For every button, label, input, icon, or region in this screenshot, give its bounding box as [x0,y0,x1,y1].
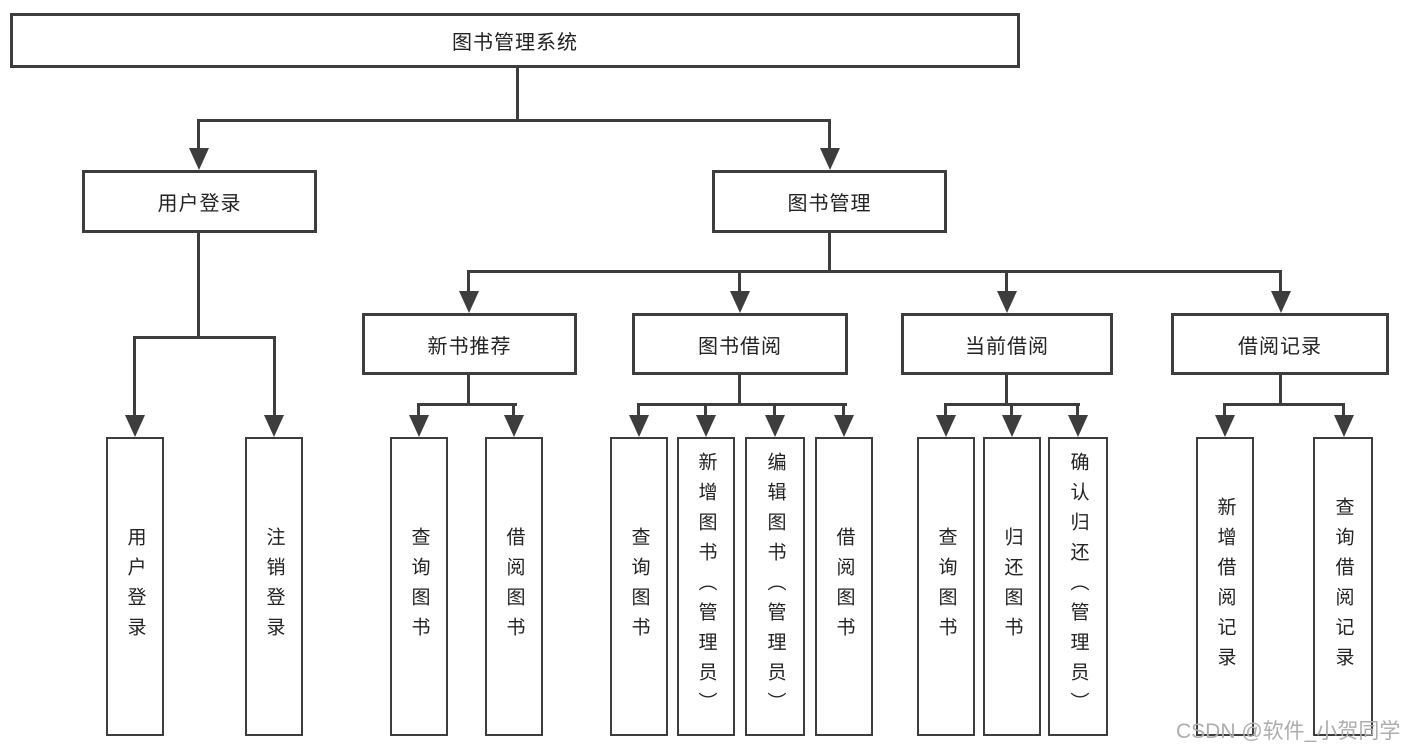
arrow-down-icon [1334,415,1354,437]
arrow-down-icon [765,415,785,437]
arrow-down-icon [696,415,716,437]
connector-line [828,231,831,273]
connector-line [773,403,776,418]
connector-line [738,373,741,406]
arrow-down-icon [125,415,145,437]
connector-line [738,270,741,294]
connector-line [1279,373,1282,406]
connector-line [1342,403,1345,418]
connector-line [944,403,947,418]
connector-line [1223,403,1345,406]
leaf-query-books-borrow: 查询图书 [610,437,668,736]
arrow-down-icon [834,415,854,437]
arrow-down-icon [189,148,209,170]
connector-line [197,231,200,339]
connector-line [512,403,515,418]
leaf-confirm-return-admin: 确认归还（管理员） [1048,437,1108,736]
connector-line [1010,403,1013,418]
connector-line [516,67,519,120]
leaf-query-books-current: 查询图书 [917,437,975,736]
connector-line [637,403,640,418]
leaf-user-login: 用户登录 [106,437,164,736]
leaf-return-books: 归还图书 [983,437,1041,736]
arrow-down-icon [1215,415,1235,437]
node-current-borrowing: 当前借阅 [901,313,1113,375]
node-book-management: 图书管理 [712,170,947,233]
arrow-down-icon [936,415,956,437]
arrow-down-icon [997,291,1017,313]
leaf-add-borrow-record: 新增借阅记录 [1196,437,1254,736]
connector-line [133,336,136,418]
node-book-borrowing: 图书借阅 [632,313,848,375]
arrow-down-icon [409,415,429,437]
connector-line [704,403,707,418]
leaf-borrow-books-recommend: 借阅图书 [485,437,543,736]
connector-line [197,119,200,152]
arrow-down-icon [459,291,479,313]
leaf-edit-book-admin: 编辑图书（管理员） [745,437,805,736]
leaf-query-borrow-record: 查询借阅记录 [1313,437,1373,736]
node-borrowing-records: 借阅记录 [1171,313,1389,375]
connector-line [417,403,420,418]
connector-line [467,270,470,294]
arrow-down-icon [1002,415,1022,437]
arrow-down-icon [264,415,284,437]
leaf-add-book-admin: 新增图书（管理员） [677,437,735,736]
connector-line [273,336,276,418]
arrow-down-icon [730,291,750,313]
arrow-down-icon [504,415,524,437]
arrow-down-icon [629,415,649,437]
connector-line [1005,270,1008,294]
connector-line [1279,270,1282,294]
connector-line [467,373,470,406]
arrow-down-icon [820,148,840,170]
arrow-down-icon [1271,291,1291,313]
csdn-watermark: CSDN @软件_小贺同学 [1176,720,1401,743]
connector-line [842,403,845,418]
connector-line [637,403,847,406]
node-new-book-recommendation: 新书推荐 [362,313,577,375]
connector-line [1223,403,1226,418]
connector-line [197,119,831,122]
arrow-down-icon [1068,415,1088,437]
leaf-query-books-recommend: 查询图书 [390,437,448,736]
connector-line [828,119,831,152]
node-user-login: 用户登录 [82,170,317,233]
leaf-borrow-books: 借阅图书 [815,437,873,736]
connector-line [1005,373,1008,406]
connector-line [467,270,1282,273]
connector-line [1076,403,1079,418]
leaf-logout: 注销登录 [245,437,303,736]
connector-line [417,403,517,406]
node-library-management-system: 图书管理系统 [10,13,1020,68]
connector-line [133,336,276,339]
